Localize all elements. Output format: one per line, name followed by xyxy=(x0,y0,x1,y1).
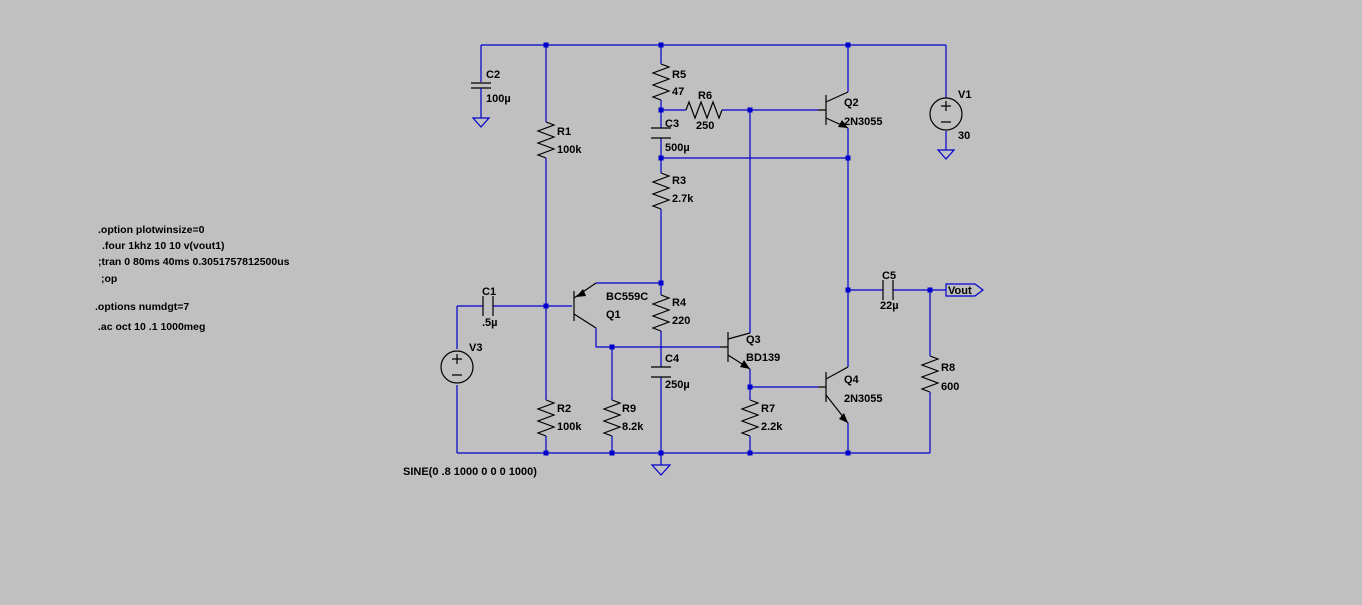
q2-ref: Q2 xyxy=(844,97,859,109)
c2-ref: C2 xyxy=(486,69,500,81)
q1-ref: Q1 xyxy=(606,309,621,321)
capacitor-c5[interactable]: C5 22µ xyxy=(880,270,899,312)
transistor-q3[interactable]: Q3 BD139 xyxy=(720,332,780,370)
v1-ref: V1 xyxy=(958,89,971,101)
transistor-q2[interactable]: Q2 2N3055 xyxy=(818,91,883,129)
r4-value: 220 xyxy=(672,315,690,327)
q4-value: 2N3055 xyxy=(844,393,883,405)
q2-value: 2N3055 xyxy=(844,116,883,128)
r2-value: 100k xyxy=(557,421,582,433)
r8-value: 600 xyxy=(941,381,959,393)
wires xyxy=(456,44,947,465)
resistor-r7[interactable]: R7 2.2k xyxy=(740,399,783,437)
c1-value: .5µ xyxy=(482,317,498,329)
spice-directives[interactable]: .option plotwinsize=0 .four 1khz 10 10 v… xyxy=(95,224,290,333)
v3-ref: V3 xyxy=(469,342,482,354)
v1-value: 30 xyxy=(958,130,970,142)
capacitor-c4[interactable]: C4 250µ xyxy=(651,353,690,391)
r3-ref: R3 xyxy=(672,175,686,187)
v3-value: SINE(0 .8 1000 0 0 0 1000) xyxy=(403,466,537,478)
directive-tran[interactable]: ;tran 0 80ms 40ms 0.3051757812500us xyxy=(98,256,290,268)
capacitor-c1[interactable]: C1 .5µ xyxy=(482,286,498,329)
resistor-r4[interactable]: R4 220 xyxy=(651,294,690,332)
c5-ref: C5 xyxy=(882,270,896,282)
resistor-r2[interactable]: R2 100k xyxy=(536,399,582,437)
r3-value: 2.7k xyxy=(672,193,694,205)
directive-four[interactable]: .four 1khz 10 10 v(vout1) xyxy=(102,240,225,252)
directive-plotwinsize[interactable]: .option plotwinsize=0 xyxy=(98,224,205,236)
resistor-r6[interactable]: R6 250 xyxy=(685,90,723,132)
q1-value: BC559C xyxy=(606,291,648,303)
directive-numdgt[interactable]: .options numdgt=7 xyxy=(95,301,189,313)
r5-ref: R5 xyxy=(672,69,686,81)
c4-ref: C4 xyxy=(665,353,680,365)
r9-ref: R9 xyxy=(622,403,636,415)
c5-value: 22µ xyxy=(880,300,899,312)
ground-symbol-v1 xyxy=(936,149,956,160)
r8-ref: R8 xyxy=(941,362,955,374)
r7-ref: R7 xyxy=(761,403,775,415)
resistor-r1[interactable]: R1 100k xyxy=(536,121,582,159)
ground-symbol-c2 xyxy=(471,117,491,128)
c3-value: 500µ xyxy=(665,142,690,154)
directive-ac[interactable]: .ac oct 10 .1 1000meg xyxy=(98,321,205,333)
directive-op[interactable]: ;op xyxy=(101,273,117,285)
r1-value: 100k xyxy=(557,144,582,156)
c1-ref: C1 xyxy=(482,286,496,298)
net-label-vout[interactable]: Vout xyxy=(945,283,984,297)
c3-ref: C3 xyxy=(665,118,679,130)
resistor-r5[interactable]: R5 47 xyxy=(651,63,686,101)
transistor-q1[interactable]: BC559C Q1 xyxy=(572,282,648,329)
resistor-r8[interactable]: R8 600 xyxy=(920,355,959,393)
r6-value: 250 xyxy=(696,120,714,132)
capacitor-c2[interactable]: C2 100µ xyxy=(471,69,511,105)
resistor-r9[interactable]: R9 8.2k xyxy=(602,399,644,437)
ground-symbol-main xyxy=(650,464,672,476)
q3-value: BD139 xyxy=(746,352,780,364)
capacitor-c3[interactable]: C3 500µ xyxy=(651,118,690,154)
r4-ref: R4 xyxy=(672,297,687,309)
r7-value: 2.2k xyxy=(761,421,783,433)
voltage-source-v1[interactable]: V1 30 xyxy=(929,89,971,142)
transistor-q4[interactable]: Q4 2N3055 xyxy=(818,366,883,424)
voltage-source-v3[interactable]: V3 SINE(0 .8 1000 0 0 0 1000) xyxy=(403,342,537,478)
resistor-r3[interactable]: R3 2.7k xyxy=(651,172,694,210)
r1-ref: R1 xyxy=(557,126,571,138)
r5-value: 47 xyxy=(672,86,684,98)
c4-value: 250µ xyxy=(665,379,690,391)
r6-ref: R6 xyxy=(698,90,712,102)
r9-value: 8.2k xyxy=(622,421,644,433)
q4-ref: Q4 xyxy=(844,374,860,386)
vout-label: Vout xyxy=(948,285,972,297)
junction-dots xyxy=(543,42,933,456)
q3-ref: Q3 xyxy=(746,334,761,346)
r2-ref: R2 xyxy=(557,403,571,415)
c2-value: 100µ xyxy=(486,93,511,105)
